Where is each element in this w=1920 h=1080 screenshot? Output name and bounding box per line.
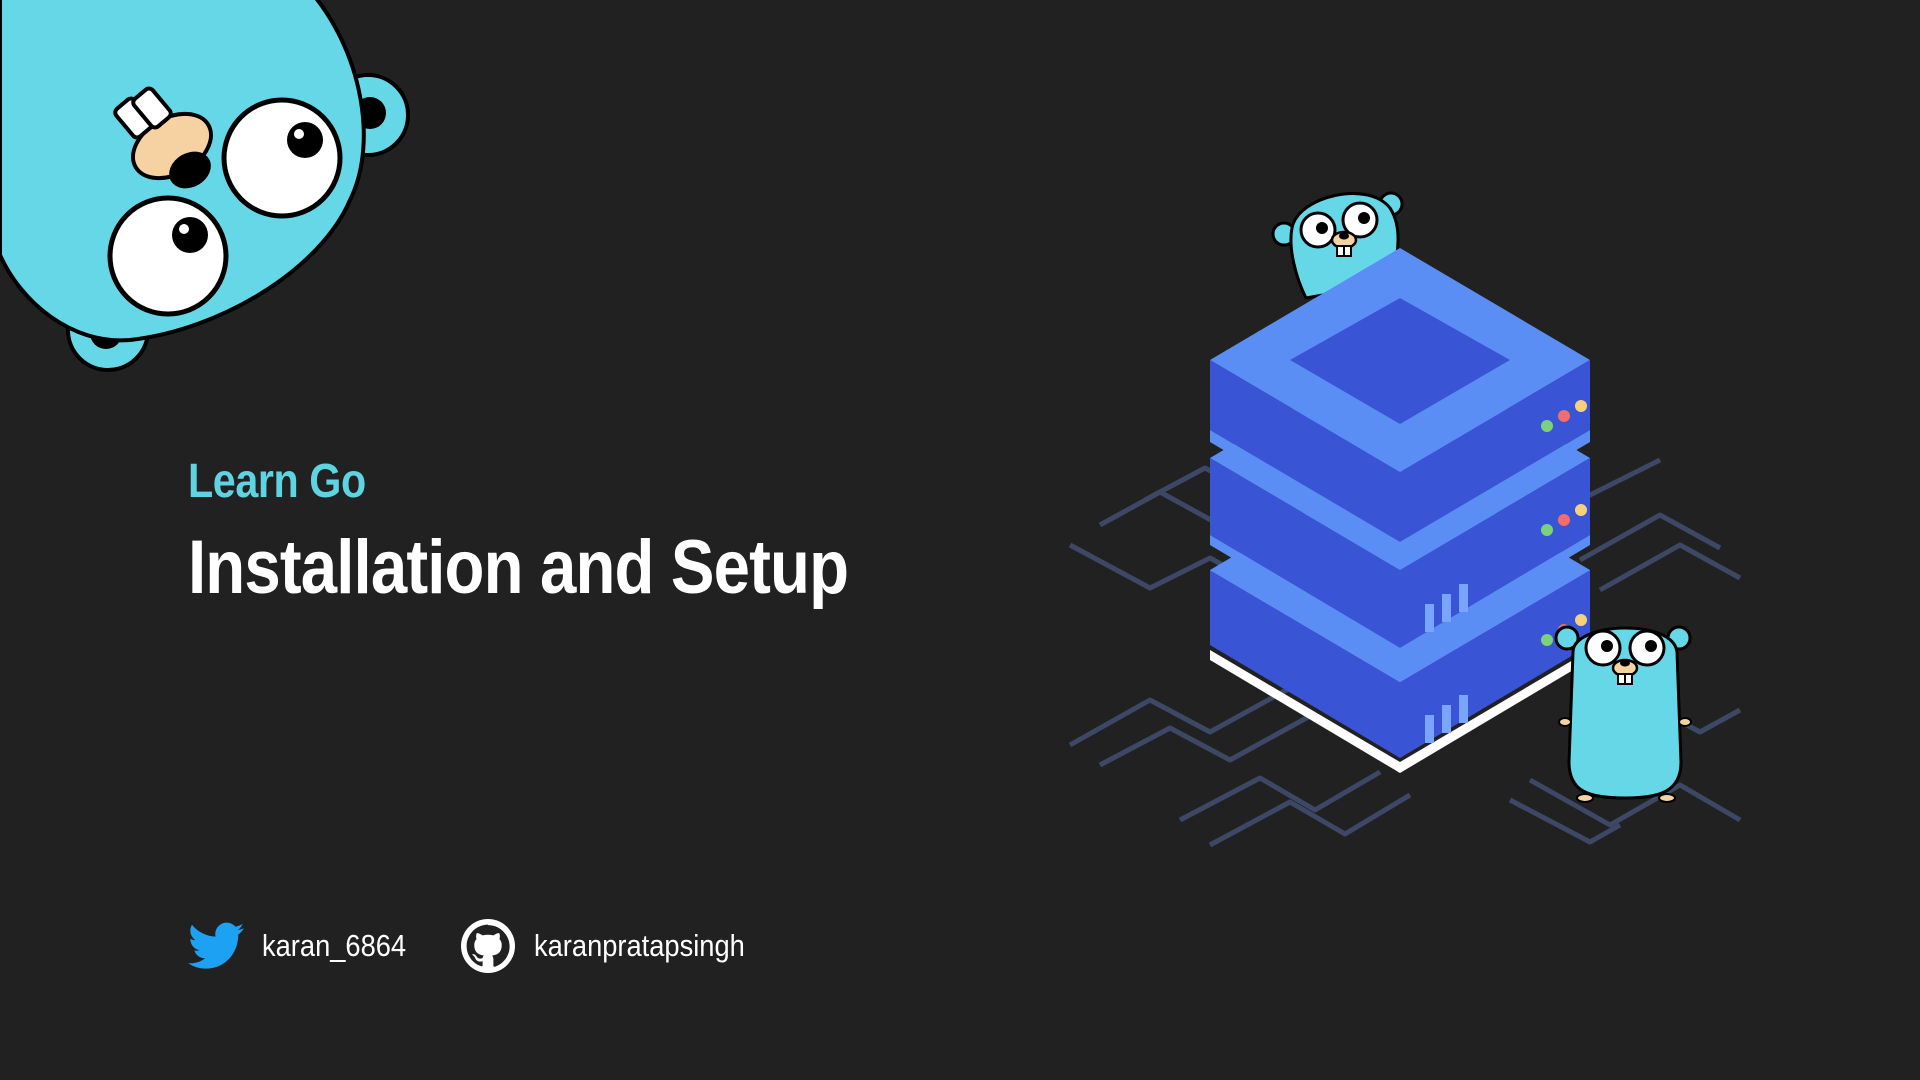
twitter-handle: karan_6864	[262, 928, 407, 963]
gopher-mascot-standing	[1554, 625, 1692, 803]
github-handle: karanpratapsingh	[534, 928, 745, 963]
github-link[interactable]: karanpratapsingh	[460, 918, 774, 974]
social-links: karan_6864 karanpratapsingh	[188, 918, 774, 974]
gopher-mascot-corner	[0, 0, 410, 372]
circuit-lines	[1068, 457, 1742, 848]
eyebrow-text: Learn Go	[188, 455, 366, 508]
github-icon	[460, 918, 516, 974]
server-unit-top	[1210, 248, 1590, 554]
server-stack-illustration	[1068, 191, 1742, 848]
twitter-icon	[188, 918, 244, 974]
twitter-link[interactable]: karan_6864	[188, 918, 460, 974]
page-title: Installation and Setup	[188, 525, 849, 610]
